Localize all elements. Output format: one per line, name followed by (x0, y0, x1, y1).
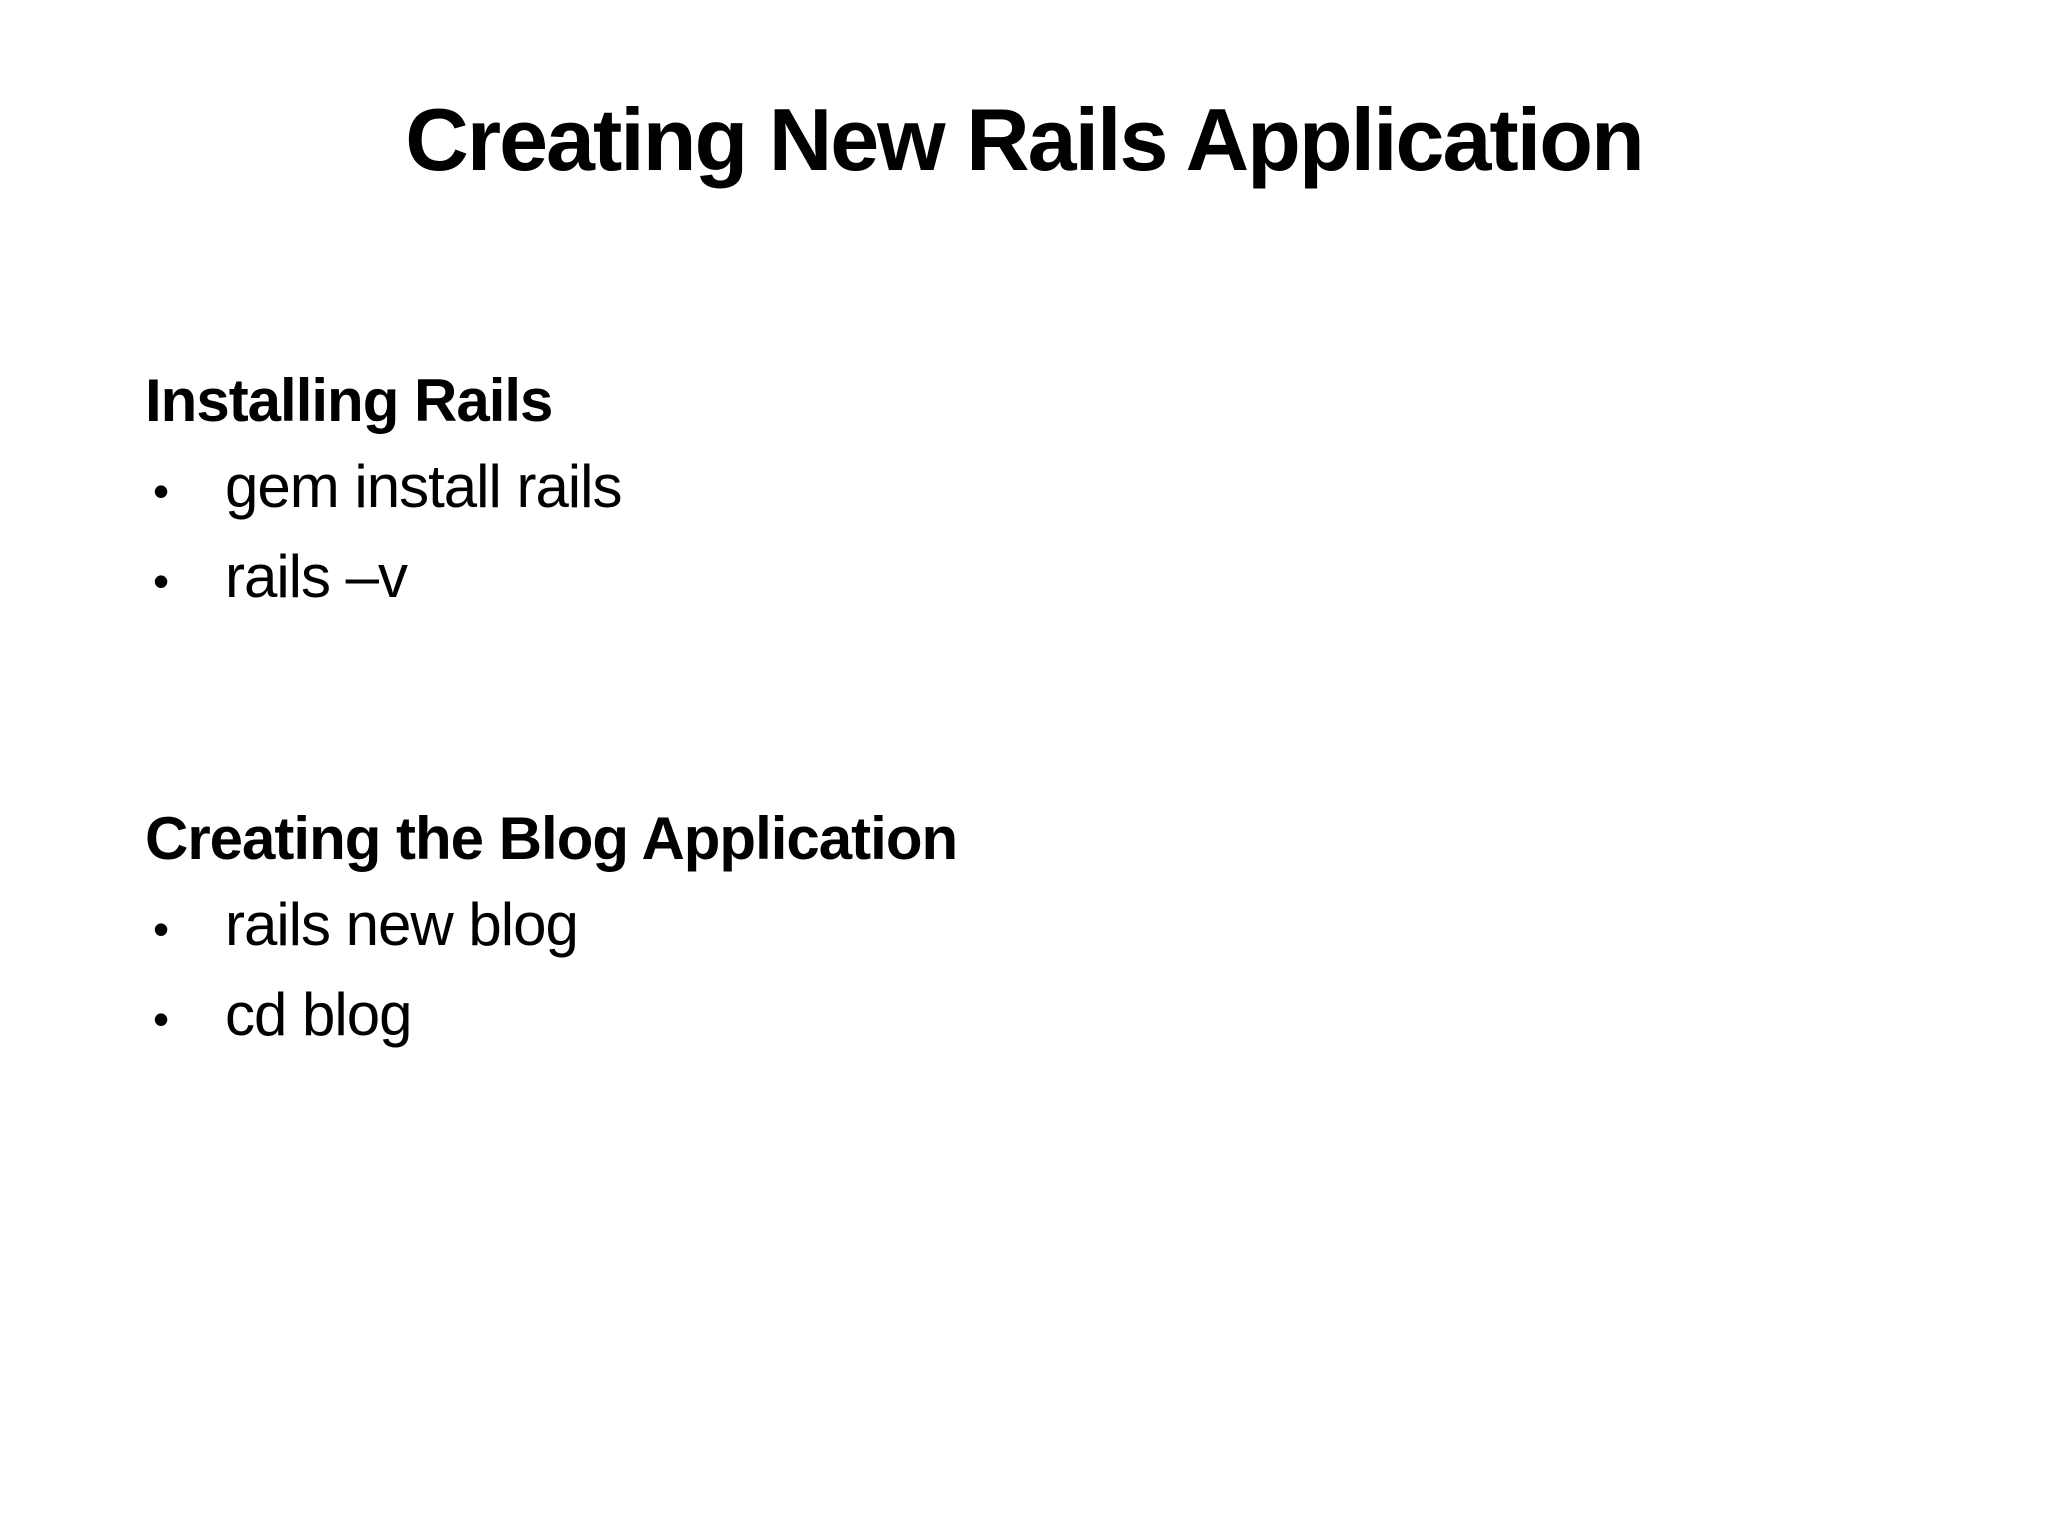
bullet-icon: • (153, 993, 170, 1045)
section-creating-blog-application: Creating the Blog Application • rails ne… (145, 796, 1928, 1062)
bullet-text: rails new blog (225, 891, 579, 958)
list-item: • rails new blog (145, 882, 1928, 972)
bullet-icon: • (153, 465, 170, 517)
bullet-text: gem install rails (225, 453, 622, 520)
section-heading: Installing Rails (145, 367, 553, 434)
list-item: • gem install rails (145, 444, 1928, 534)
slide-title: Creating New Rails Application (405, 90, 1644, 189)
section-heading: Creating the Blog Application (145, 805, 958, 872)
list-item: • cd blog (145, 972, 1928, 1062)
slide-content: Installing Rails • gem install rails • r… (145, 358, 1928, 1062)
bullet-icon: • (153, 903, 170, 955)
bullet-text: cd blog (225, 981, 412, 1048)
list-item: • rails –v (145, 534, 1928, 624)
bullet-icon: • (153, 555, 170, 607)
section-installing-rails: Installing Rails • gem install rails • r… (145, 358, 1928, 624)
bullet-text: rails –v (225, 543, 408, 610)
